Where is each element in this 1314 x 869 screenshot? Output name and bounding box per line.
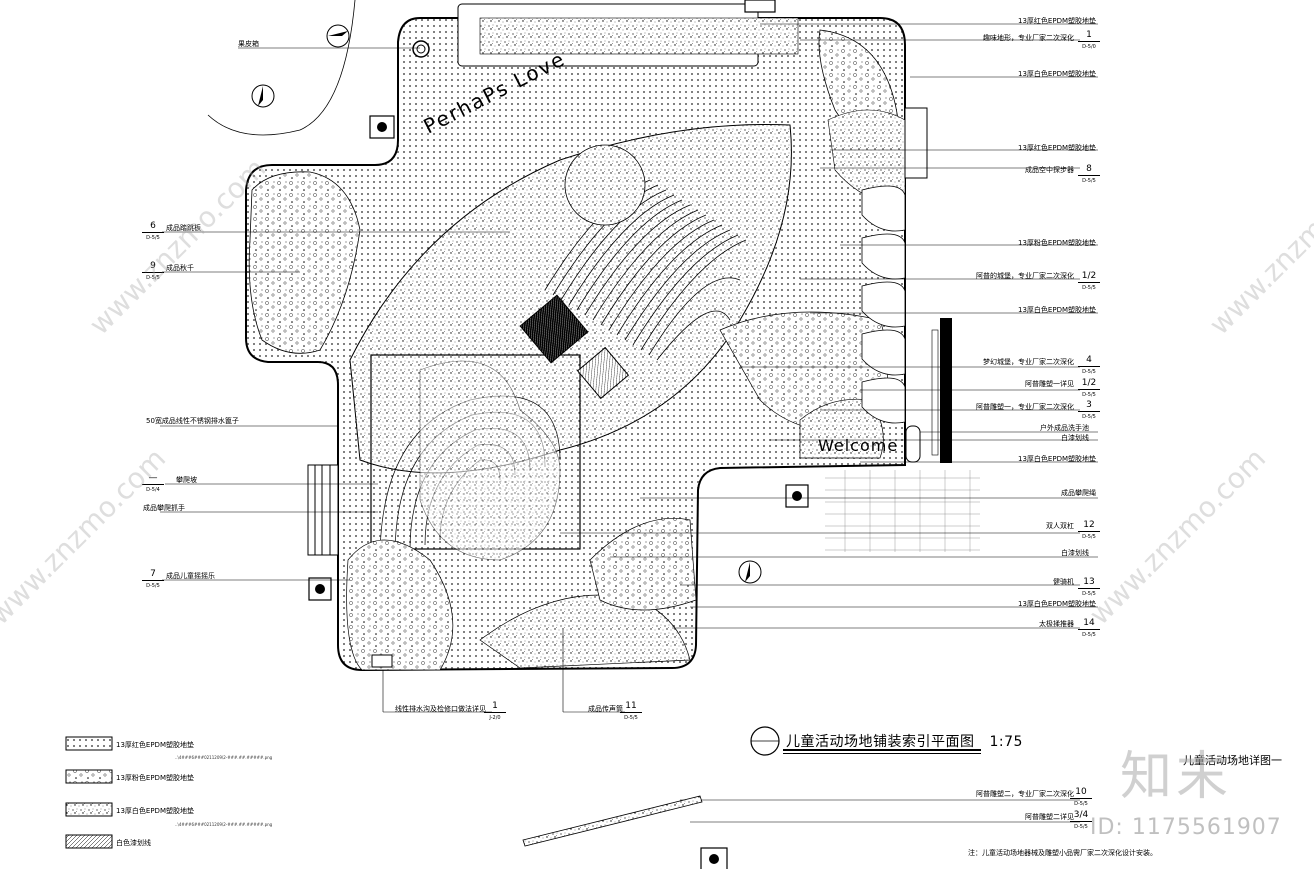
- legend-text-2: 13厚白色EPDM塑胶地垫: [116, 807, 194, 815]
- callout-r10: 阿普雕塑一，专业厂家二次深化: [976, 403, 1074, 411]
- ref-tag-l4: —D-5/4: [142, 473, 164, 497]
- sheet-label: 儿童活动场地详图一: [1183, 754, 1282, 767]
- title-underline-thin: [783, 753, 981, 754]
- callout-l3: 50宽成品线性不锈钢排水篦子: [146, 417, 239, 425]
- callout-l0: 果皮箱: [238, 40, 259, 48]
- callout-b1: 成品传声筒: [588, 705, 623, 713]
- callout-r4: 成品空中探步器: [1025, 166, 1074, 174]
- callout-r9: 阿普雕塑一详见: [1025, 380, 1074, 388]
- watermark-id: ID: 1175561907: [1090, 815, 1282, 840]
- castle-stair: [519, 294, 589, 364]
- callout-r3: 13厚红色EPDM塑胶地垫: [1018, 144, 1096, 152]
- callout-l6: 成品儿童摇摇乐: [166, 572, 215, 580]
- watermark-logo: 知末: [1120, 747, 1233, 807]
- drawing-note: 注：儿童活动场地器械及雕塑小品需厂家二次深化设计安装。: [968, 849, 1157, 857]
- callout-r0: 13厚红色EPDM塑胶地垫: [1018, 17, 1096, 25]
- callout-r12: 白漆划线: [1061, 434, 1089, 442]
- callout-r21: 阿普雕塑二详见: [1025, 813, 1074, 821]
- callout-r15: 双人双杠: [1046, 522, 1074, 530]
- legend-path-3: ..\4###6###0211209\2-###.##.#####.png: [175, 822, 273, 827]
- drawing-scale: 1:75: [989, 734, 1023, 750]
- title-underline: [783, 749, 981, 751]
- callout-r7: 13厚白色EPDM塑胶地垫: [1018, 306, 1096, 314]
- callout-l4: 攀爬坡: [176, 476, 197, 484]
- callout-r17: 健骑机: [1053, 578, 1074, 586]
- callout-r19: 太极揉推器: [1039, 620, 1074, 628]
- callout-r13: 13厚白色EPDM塑胶地垫: [1018, 455, 1096, 463]
- legend-path-0: ..\4###6###0211209\2-###.##.#####.png: [175, 755, 273, 760]
- callout-r14: 成品攀爬绳: [1061, 489, 1096, 497]
- callout-r1: 趣味地形，专业厂家二次深化: [983, 34, 1074, 42]
- legend-text-0: 13厚红色EPDM塑胶地垫: [116, 741, 194, 749]
- legend-text-1: 13厚粉色EPDM塑胶地垫: [116, 774, 194, 782]
- floor-text-welcome: Welcome: [818, 436, 899, 455]
- callout-r16: 白漆划线: [1061, 549, 1089, 557]
- callout-r11: 户外成品洗手池: [1040, 424, 1089, 432]
- callout-l5: 成品攀爬抓手: [143, 504, 185, 512]
- drawing-title-text: 儿童活动场地铺装索引平面图: [786, 734, 975, 750]
- callout-l2: 成品秋千: [166, 264, 194, 272]
- left-lobe-mat: [248, 171, 361, 354]
- callout-r8: 梦幻城堡，专业厂家二次深化: [983, 358, 1074, 366]
- callout-r5: 13厚粉色EPDM塑胶地垫: [1018, 239, 1096, 247]
- grid-paving: [825, 470, 980, 552]
- callout-r20: 阿普雕塑二，专业厂家二次深化: [976, 790, 1074, 798]
- callout-l1: 成品踏跳板: [166, 224, 201, 232]
- legend-text-3: 白色漆划线: [116, 839, 151, 847]
- callout-r6: 阿普的城堡，专业厂家二次深化: [976, 272, 1074, 280]
- callout-r2: 13厚白色EPDM塑胶地垫: [1018, 70, 1096, 78]
- callout-b0: 线性排水沟及检修口做法详见: [395, 705, 486, 713]
- callout-r18: 13厚白色EPDM塑胶地垫: [1018, 600, 1096, 608]
- drawing-title: 儿童活动场地铺装索引平面图 1:75: [786, 731, 1023, 751]
